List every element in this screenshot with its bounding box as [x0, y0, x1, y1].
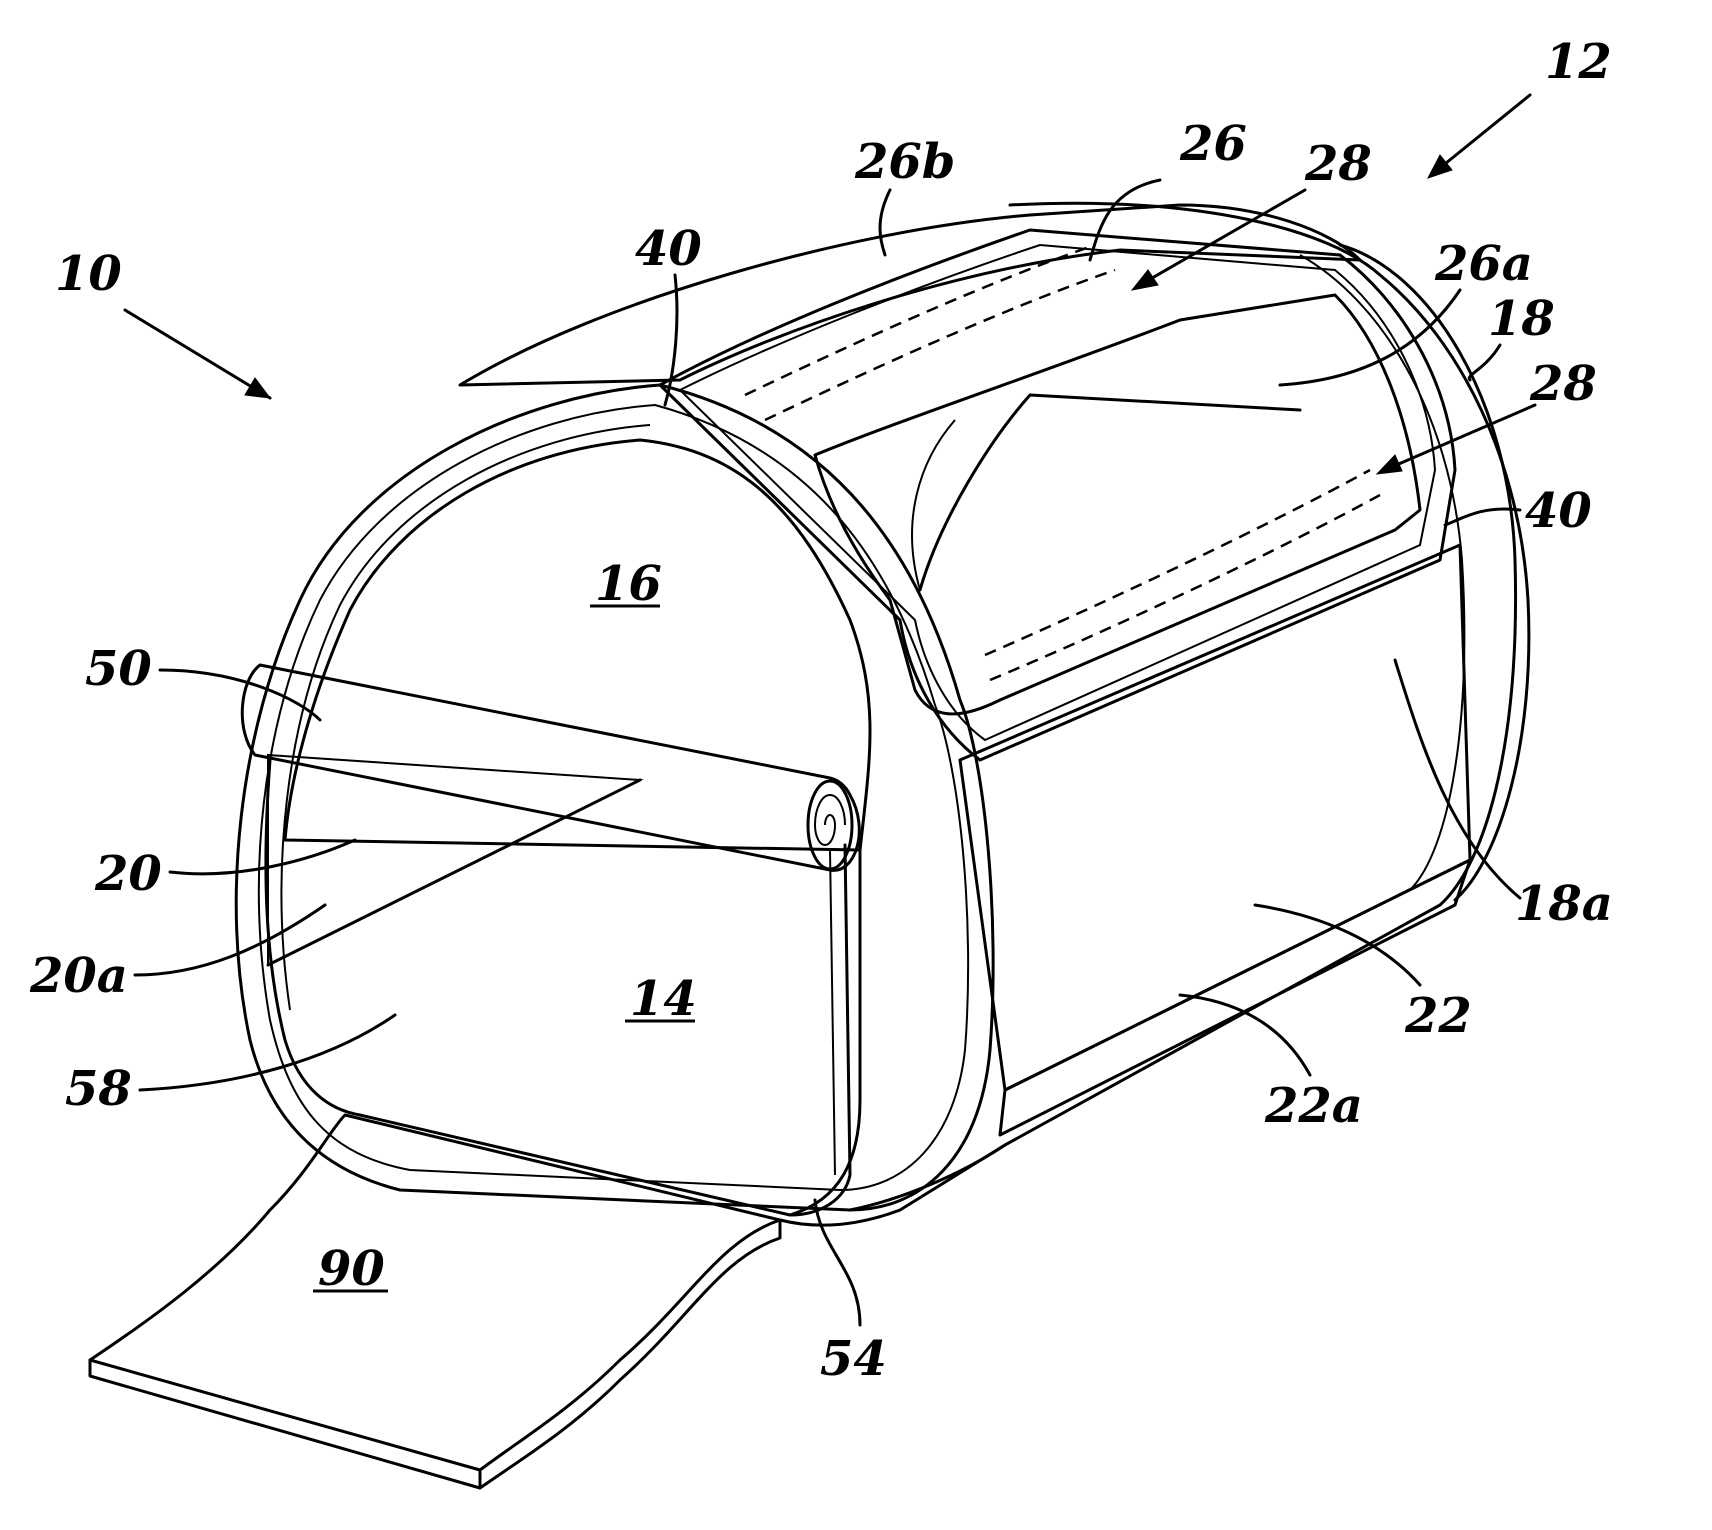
zipper-line: [990, 495, 1380, 680]
top-window-inner-line2: [912, 420, 955, 590]
label-14: 14: [630, 971, 697, 1027]
arrowhead-12: [1428, 155, 1452, 178]
label-26a: 26a: [1434, 236, 1533, 292]
label-90: 90: [318, 1241, 385, 1297]
label-12: 12: [1545, 34, 1612, 90]
label-58: 58: [65, 1061, 132, 1117]
roll-spiral: [815, 795, 845, 845]
bottom-side-band: [1000, 860, 1470, 1135]
label-22: 22: [1404, 988, 1472, 1044]
floor-mat-edge2: [480, 1220, 780, 1488]
arrow-10: [125, 310, 270, 398]
label-40-side: 40: [1525, 483, 1592, 539]
front-end-frame-outer: [236, 385, 993, 1210]
leader-18: [1469, 345, 1500, 380]
arrowhead-28-top: [1132, 270, 1158, 290]
interior-mesh-panel: [268, 755, 640, 965]
arrow-12: [1435, 95, 1530, 172]
leader-22: [1255, 905, 1420, 985]
label-40-top: 40: [635, 221, 702, 277]
leader-50: [160, 670, 320, 720]
label-50: 50: [85, 641, 152, 697]
leader-26: [1090, 180, 1160, 260]
pet-carrier-drawing: [90, 203, 1529, 1488]
leader-20a: [135, 905, 325, 975]
label-22a: 22a: [1264, 1078, 1363, 1134]
leader-18a: [1395, 660, 1520, 898]
label-54: 54: [820, 1331, 887, 1387]
door-edge: [790, 845, 850, 1215]
reference-labels: 10 12 26b 26 28 40 26a 18 28 40 16 50 20…: [29, 34, 1613, 1387]
label-26b: 26b: [854, 134, 955, 190]
door-edge-inner: [830, 850, 835, 1175]
front-end-frame-inner2: [282, 425, 650, 1010]
arrowhead-10: [245, 378, 270, 398]
label-20: 20: [94, 846, 162, 902]
arrow-28-top: [1140, 190, 1305, 285]
leader-54: [815, 1200, 860, 1325]
top-window-inner-line: [920, 395, 1300, 590]
top-panel: [660, 230, 1455, 760]
top-window-mesh: [815, 295, 1420, 714]
label-16: 16: [595, 556, 662, 612]
label-28-top: 28: [1304, 136, 1372, 192]
arrowhead-28-side: [1377, 455, 1402, 474]
side-mesh-panel: [960, 545, 1470, 1090]
leader-58: [140, 1015, 395, 1090]
label-18a: 18a: [1515, 876, 1613, 932]
leader-20: [170, 840, 355, 874]
leader-26b: [880, 190, 890, 255]
label-10: 10: [55, 246, 122, 302]
front-door-opening: [266, 760, 860, 1215]
front-end-frame-inner1: [259, 405, 968, 1190]
label-20a: 20a: [29, 948, 128, 1004]
label-28-side: 28: [1529, 356, 1597, 412]
rear-end-frame-inner: [1300, 255, 1464, 890]
zipper-line: [985, 470, 1370, 655]
label-26: 26: [1179, 116, 1247, 172]
floor-mat-edge: [90, 1360, 480, 1488]
label-18: 18: [1488, 291, 1555, 347]
interior-floor-line: [268, 780, 640, 965]
floor-mat: [90, 1115, 780, 1470]
top-mesh-panel: [460, 205, 1360, 385]
